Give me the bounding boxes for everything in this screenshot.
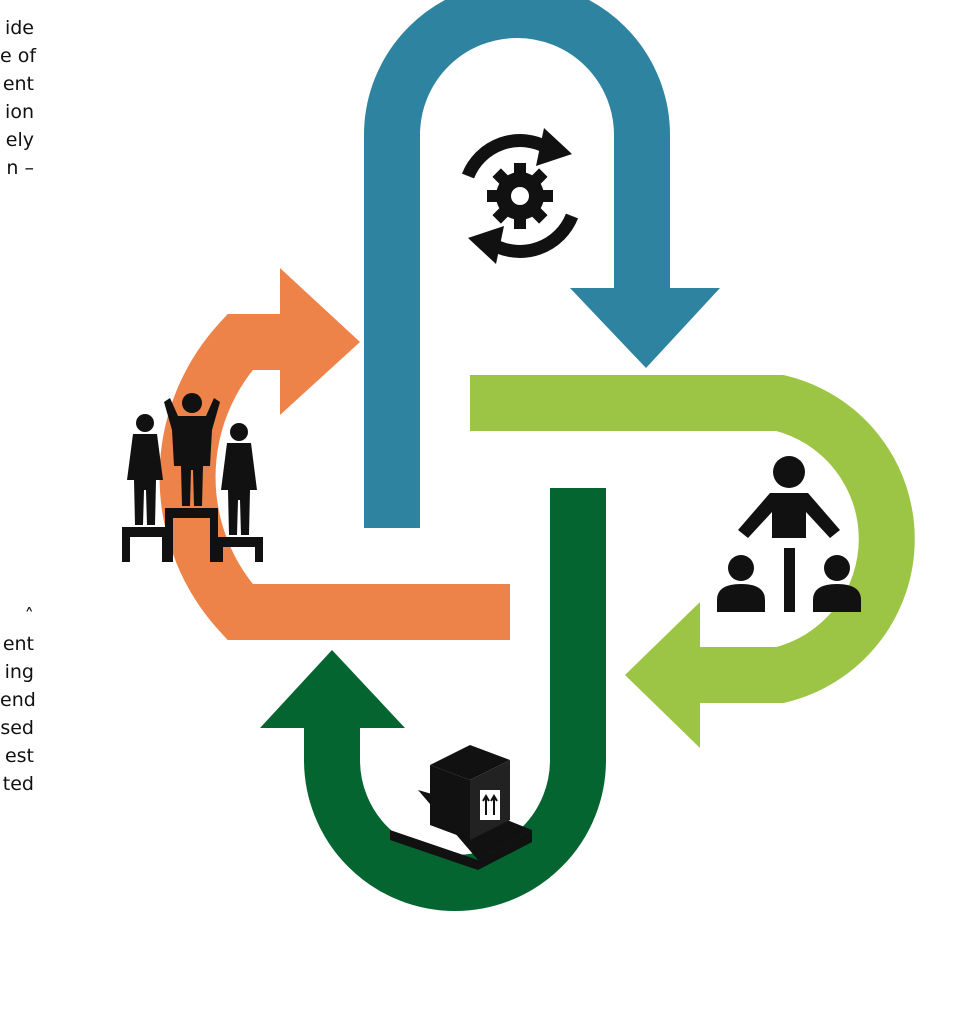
dark-green-arrow (260, 488, 606, 911)
light-green-arrow (470, 375, 915, 748)
dark-green-arrow-head (260, 650, 405, 728)
light-green-arrow-head (625, 602, 700, 748)
podium-winners-icon (122, 393, 263, 562)
box-on-pallet-icon (390, 745, 532, 870)
org-hierarchy-icon (717, 456, 861, 612)
orange-arrow-head (280, 268, 360, 415)
dark-green-arrow-body (304, 488, 606, 911)
blue-arrow (364, 0, 720, 528)
left-text-fragment-bottom: ˄ ent ing end sed est ted (0, 605, 36, 795)
blue-arrow-head (570, 288, 720, 368)
light-green-arrow-body (470, 375, 915, 703)
left-text-fragment-top: ide e of ent ion ely n – (0, 17, 37, 179)
blue-arrow-body (364, 0, 670, 528)
gear-refresh-icon (461, 128, 579, 264)
